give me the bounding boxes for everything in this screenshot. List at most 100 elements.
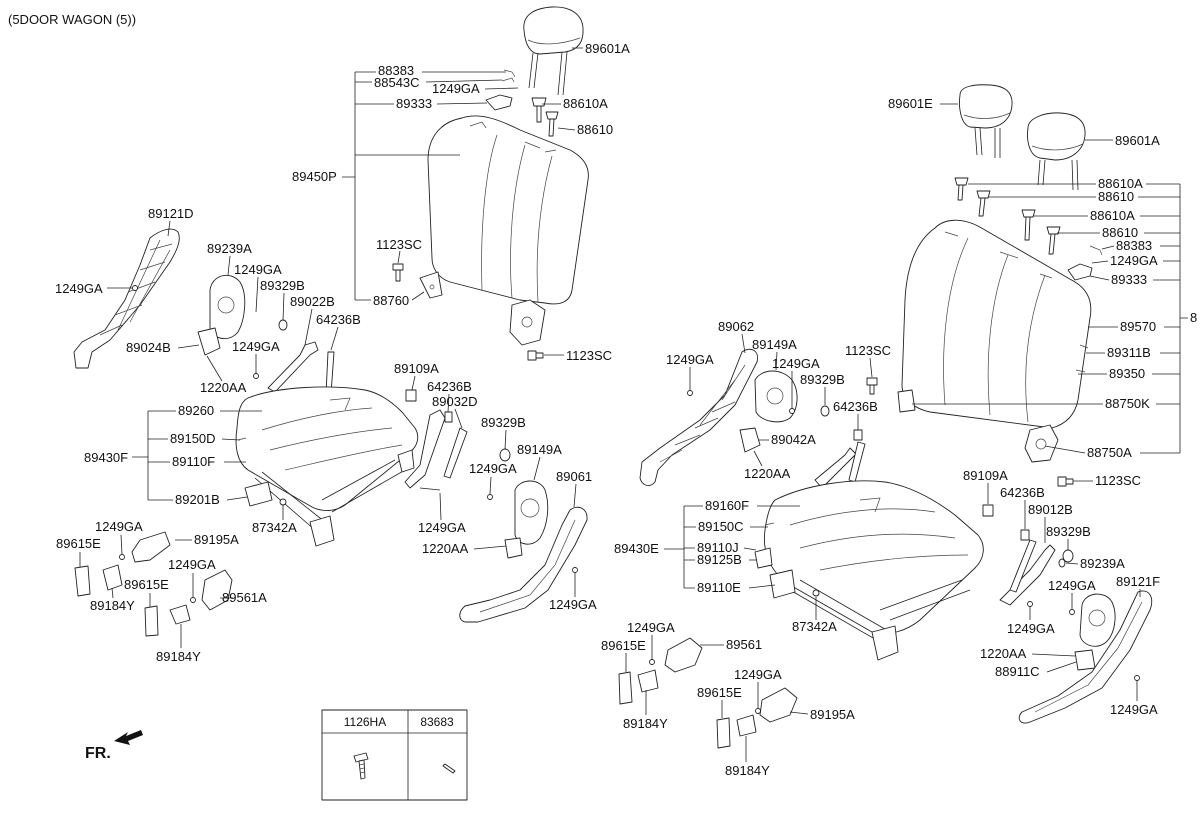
part-label-64236B: 64236B [427, 379, 472, 394]
part-label-89615E: 89615E [124, 577, 169, 592]
part-label-89150C: 89150C [698, 519, 744, 534]
part-label-1249GA: 1249GA [772, 356, 820, 371]
part-label-89329B: 89329B [1046, 524, 1091, 539]
part-label-87342A: 87342A [252, 520, 297, 535]
part-label-89601E: 89601E [888, 96, 933, 111]
part-label-89109A: 89109A [394, 361, 439, 376]
part-label-89561A: 89561A [222, 590, 267, 605]
left-leader-lines [79, 47, 583, 648]
part-label-1249GA: 1249GA [1110, 253, 1158, 268]
left-seatback-brackets [392, 263, 546, 361]
pin-icon [442, 763, 456, 774]
part-label-truncated: 8 [1190, 310, 1197, 325]
part-label-89333: 89333 [396, 96, 432, 111]
part-label-88760: 88760 [373, 293, 409, 308]
part-label-64236B: 64236B [1000, 485, 1045, 500]
part-label-89195A: 89195A [194, 532, 239, 547]
part-label-1123SC: 1123SC [376, 237, 422, 252]
part-label-88383: 88383 [1116, 238, 1152, 253]
part-label-1249GA: 1249GA [95, 519, 143, 534]
part-label-88543C: 88543C [374, 75, 420, 90]
part-label-64236B: 64236B [316, 312, 361, 327]
part-label-89615E: 89615E [56, 536, 101, 551]
part-label-89195A: 89195A [810, 707, 855, 722]
right-inner-recliner-parts [982, 504, 1074, 607]
part-label-89160F: 89160F [705, 498, 749, 513]
part-label-1220AA: 1220AA [980, 646, 1027, 661]
front-label: FR. [85, 745, 111, 762]
part-label-89329B: 89329B [260, 278, 305, 293]
right-seat-track [754, 547, 971, 661]
part-label-88610: 88610 [577, 122, 613, 137]
part-label-1249GA: 1249GA [549, 597, 597, 612]
part-label-88610A: 88610A [1090, 208, 1135, 223]
part-label-89110J: 89110J [697, 540, 739, 555]
part-label-1220AA: 1220AA [744, 466, 791, 481]
part-label-1249GA: 1249GA [1110, 702, 1158, 717]
part-label-89615E: 89615E [697, 685, 742, 700]
part-label-89149A: 89149A [517, 442, 562, 457]
table-header-83683: 83683 [420, 715, 454, 729]
right-small-hardware [618, 637, 798, 749]
part-label-89260: 89260 [178, 403, 214, 418]
part-label-1249GA: 1249GA [232, 339, 280, 354]
part-label-88610: 88610 [1102, 225, 1138, 240]
left-headrest-guides [531, 97, 559, 137]
part-label-89121F: 89121F [1116, 574, 1160, 589]
part-label-89601A: 89601A [585, 41, 630, 56]
part-label-89042A: 89042A [771, 432, 816, 447]
part-label-1249GA: 1249GA [432, 81, 480, 96]
right-seat-cushion [763, 480, 984, 634]
right-seatback-brackets [866, 377, 1074, 487]
right-headrest-small [959, 84, 1013, 158]
part-label-1249GA: 1249GA [1007, 621, 1055, 636]
part-label-89032D: 89032D [432, 394, 478, 409]
part-label-1249GA: 1249GA [418, 520, 466, 535]
part-label-89329B: 89329B [800, 372, 845, 387]
part-label-89430E: 89430E [614, 541, 659, 556]
right-headrest-guides [954, 177, 1103, 281]
fastener-table: 1126HA 83683 [321, 709, 468, 801]
part-label-1249GA: 1249GA [734, 667, 782, 682]
left-headrest [523, 6, 584, 96]
part-label-1249GA: 1249GA [627, 620, 675, 635]
left-inner-side-cover [459, 480, 588, 623]
part-label-88750A: 88750A [1087, 445, 1132, 460]
part-label-89061: 89061 [556, 469, 592, 484]
right-seat-labels: 89601E 89601A 88610A 88610 88610A 88610 … [601, 96, 1197, 778]
part-label-89110F: 89110F [172, 454, 215, 469]
part-label-89561: 89561 [726, 637, 762, 652]
part-label-88911C: 88911C [995, 664, 1040, 679]
table-header-1126HA: 1126HA [344, 715, 386, 729]
part-label-89062: 89062 [718, 319, 754, 334]
right-inner-side-cover [1018, 590, 1153, 724]
part-label-64236B: 64236B [833, 399, 878, 414]
arrow-down-left-icon [114, 730, 143, 745]
part-label-88610: 88610 [1098, 189, 1134, 204]
part-label-88610A: 88610A [1098, 176, 1143, 191]
part-label-89184Y: 89184Y [725, 763, 770, 778]
part-label-1123SC: 1123SC [566, 348, 612, 363]
part-label-1249GA: 1249GA [168, 557, 216, 572]
part-label-89184Y: 89184Y [90, 598, 135, 613]
right-headrest-large [1027, 112, 1086, 191]
part-label-88750K: 88750K [1105, 396, 1150, 411]
part-label-87342A: 87342A [792, 619, 837, 634]
part-label-89109A: 89109A [963, 468, 1008, 483]
part-label-89201B: 89201B [175, 492, 220, 507]
part-label-1249GA: 1249GA [1048, 578, 1096, 593]
part-label-89311B: 89311B [1107, 345, 1151, 360]
part-label-89615E: 89615E [601, 638, 646, 653]
part-label-89121D: 89121D [148, 206, 194, 221]
part-label-89150D: 89150D [170, 431, 216, 446]
left-seatback-clips [485, 69, 516, 111]
right-seatback [901, 219, 1092, 429]
part-label-89012B: 89012B [1028, 502, 1073, 517]
part-label-89125B: 89125B [697, 552, 742, 567]
part-label-89110E: 89110E [697, 580, 741, 595]
part-label-1220AA: 1220AA [200, 380, 247, 395]
part-label-89149A: 89149A [752, 337, 797, 352]
part-label-89329B: 89329B [481, 415, 526, 430]
part-label-89333: 89333 [1111, 272, 1147, 287]
